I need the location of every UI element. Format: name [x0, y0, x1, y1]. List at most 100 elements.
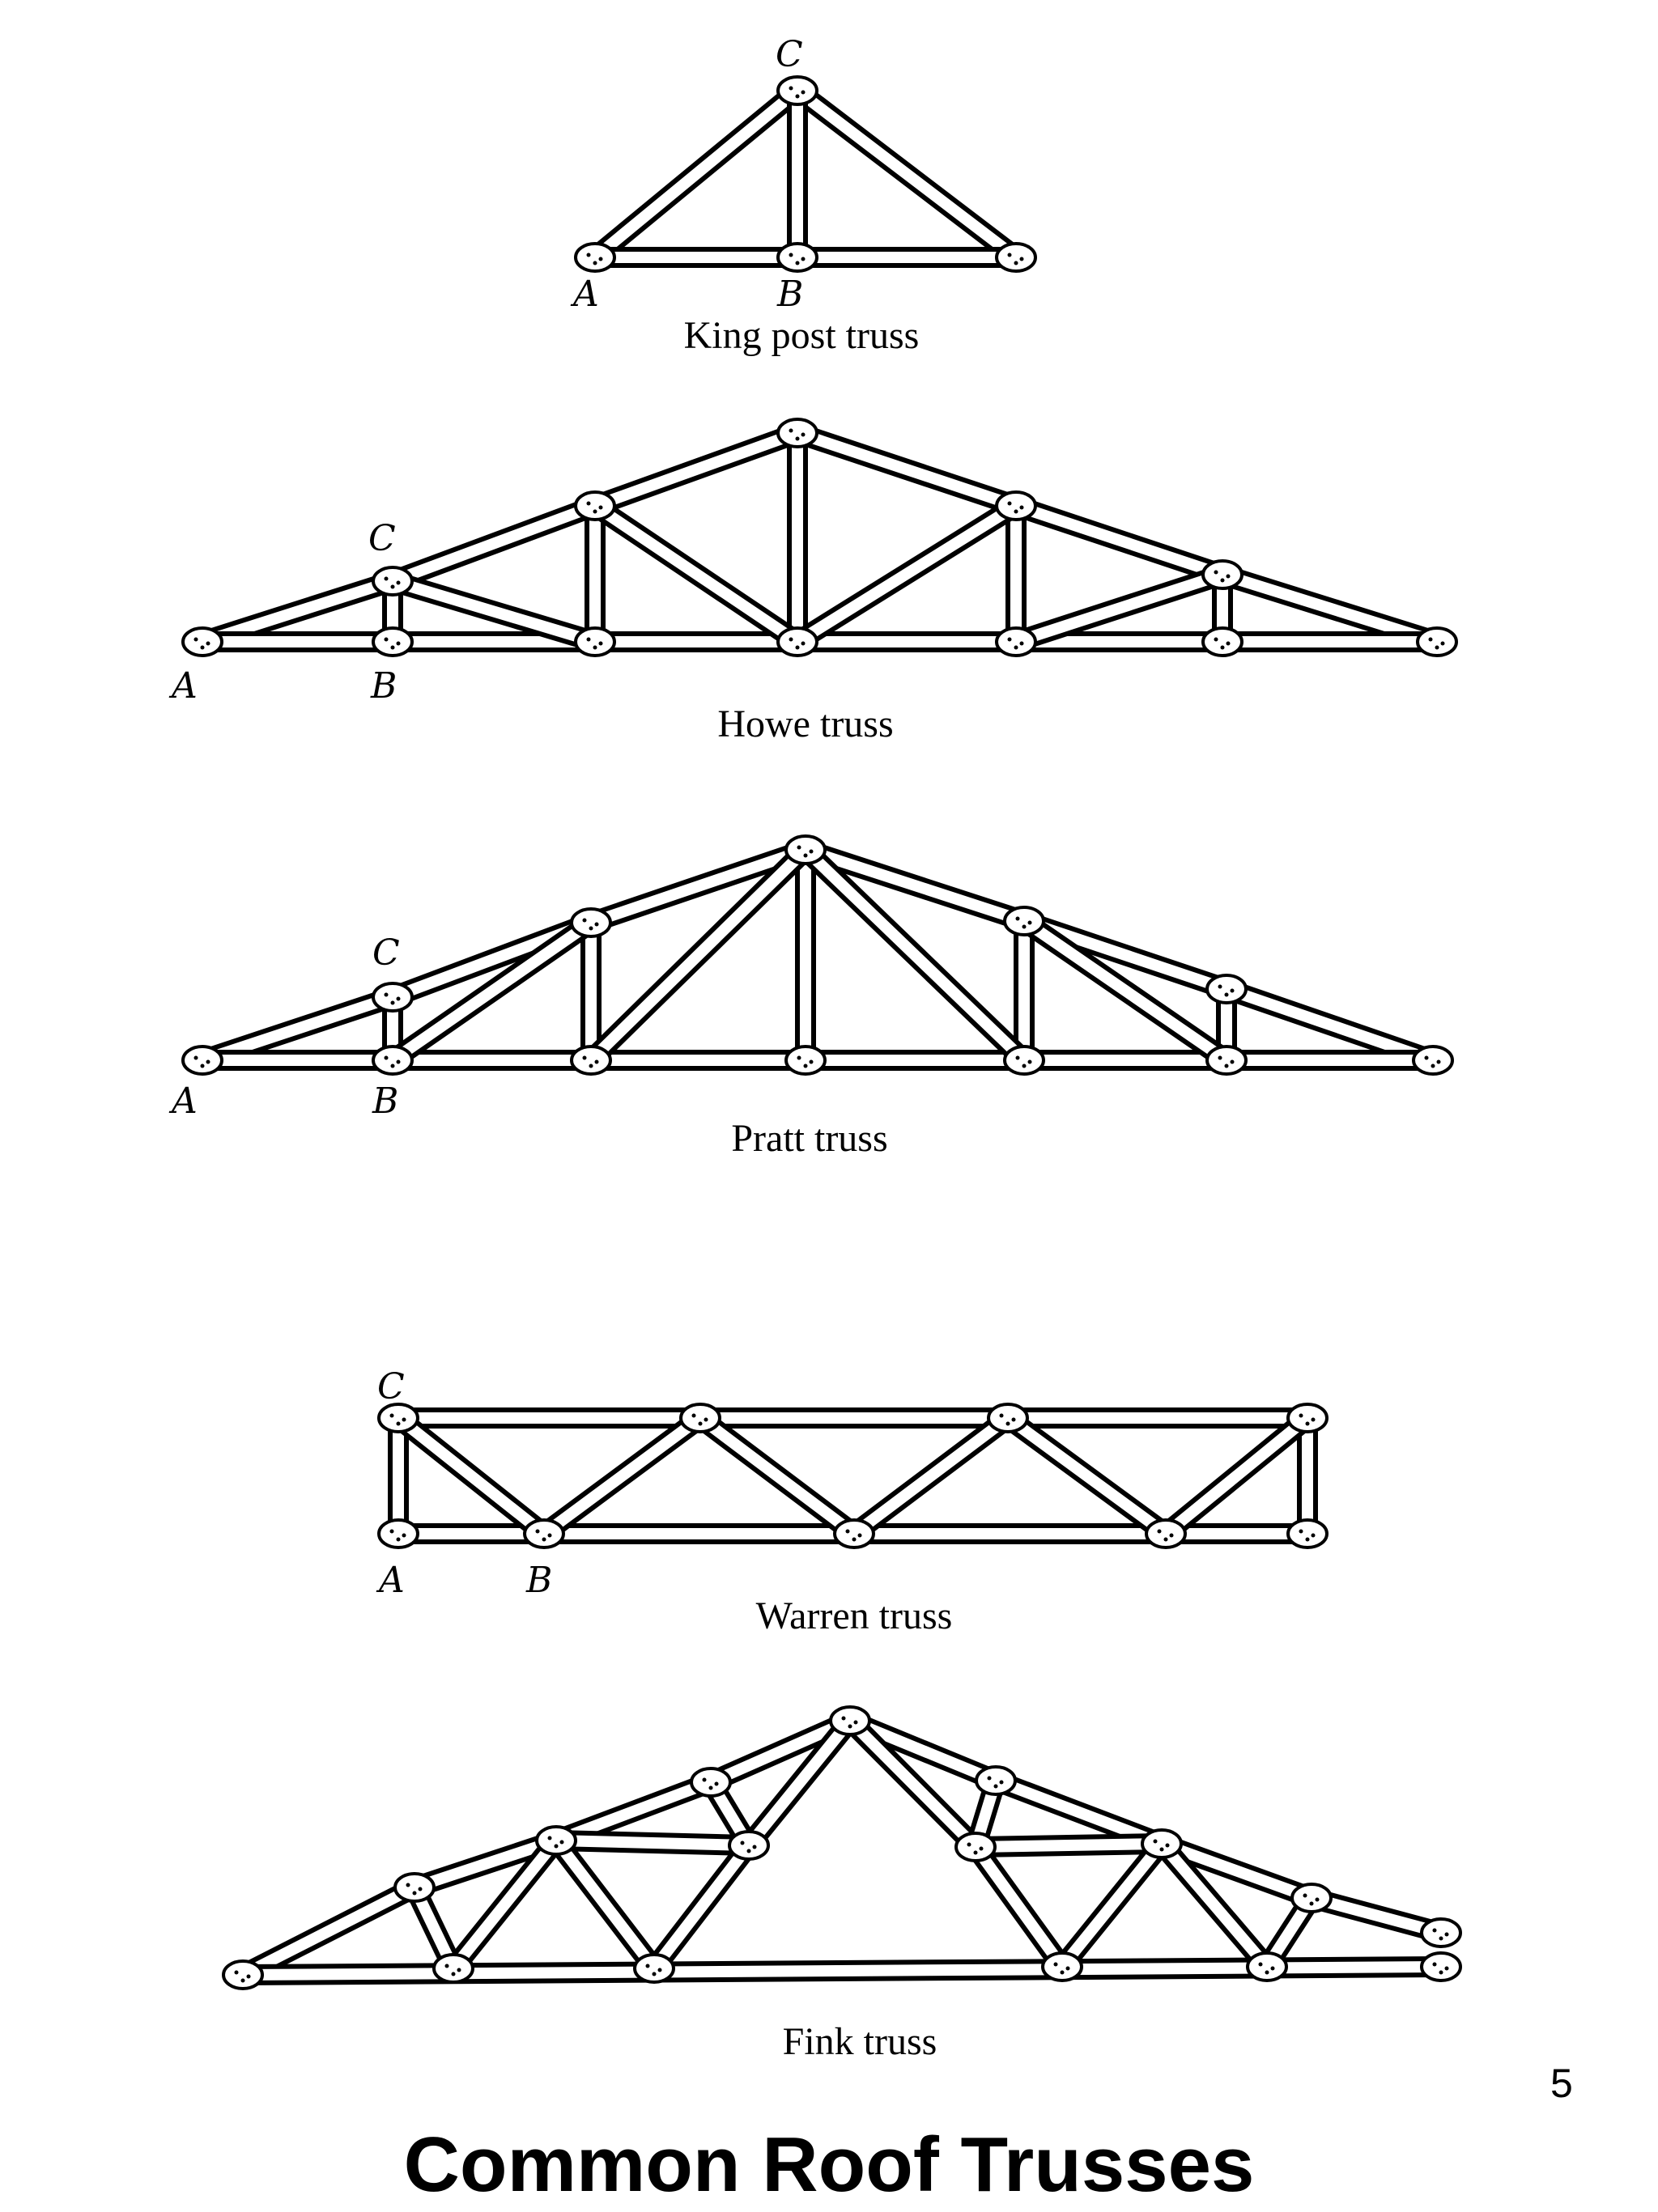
fink-joint-Q1	[1290, 1883, 1333, 1913]
fink-joint-R2-rivet-1	[1065, 1966, 1070, 1971]
warren-joint-T2-rivet-1	[1011, 1417, 1016, 1422]
fink-joint-E	[1420, 1951, 1462, 1982]
howe-joint-C2b-rivet-2	[593, 645, 597, 650]
howe-joint-D2-rivet-2	[1014, 509, 1018, 514]
fink-joint-R2	[1041, 1951, 1083, 1982]
fink-joint-P2-rivet-0	[547, 1836, 552, 1841]
howe-joint-Ct	[776, 418, 818, 448]
fink-joint-M1-rivet-0	[740, 1841, 745, 1845]
warren-joint-BR-rivet-2	[1305, 1537, 1310, 1542]
pratt-member-3-fill	[800, 844, 1030, 927]
howe-label-a: A	[168, 665, 198, 707]
fink-joint-M1-rivet-1	[752, 1845, 757, 1849]
howe-joint-A-rivet-1	[206, 641, 210, 646]
truss-members	[192, 80, 1452, 1985]
pratt-joint-C2b	[570, 1045, 612, 1076]
fink-joint-P1-rivet-0	[406, 1883, 410, 1887]
howe-member-3-fill	[792, 427, 1022, 512]
king-post-joint-A	[574, 242, 616, 273]
fink-joint-P2-rivet-1	[559, 1840, 564, 1845]
pratt-joint-Eb-rivet-2	[1224, 1064, 1229, 1068]
pratt-joint-C2-rivet-2	[589, 926, 593, 931]
pratt-joint-F-rivet-2	[1431, 1064, 1435, 1068]
pratt-member-15-fill	[1018, 915, 1232, 1066]
warren-joint-B3	[1145, 1518, 1187, 1549]
fink-member-5-fill	[990, 1775, 1167, 1849]
warren-joint-A-rivet-0	[389, 1529, 394, 1534]
fink-joint-Top-rivet-1	[853, 1720, 858, 1725]
warren-joint-TR-rivet-1	[1311, 1417, 1316, 1422]
howe-joint-B-rivet-1	[396, 641, 401, 646]
warren-label-b: B	[525, 1560, 552, 1601]
fink-joint-M2-rivet-0	[967, 1842, 971, 1847]
fink-member-14-fill	[551, 1835, 755, 1851]
warren-label-c: C	[377, 1366, 405, 1407]
fink-joint-Q1-rivet-2	[1309, 1901, 1314, 1906]
howe-member-15-fill	[1010, 569, 1228, 647]
warren-member-9-fill	[1160, 1412, 1313, 1539]
warren-joint-C-rivet-2	[396, 1421, 401, 1426]
howe-joint-F-rivet-2	[1435, 645, 1439, 650]
pratt-joint-A-rivet-2	[200, 1064, 205, 1068]
pratt-joint-Cb	[784, 1045, 827, 1076]
fink-joint-Q3-rivet-2	[993, 1784, 998, 1789]
pratt-joint-Cb-rivet-2	[803, 1064, 808, 1068]
howe-joint-Bt-rivet-1	[396, 580, 401, 585]
pratt-joint-Cb-rivet-1	[809, 1059, 814, 1064]
howe-joint-C2b	[574, 626, 616, 657]
warren-joint-A-rivet-1	[402, 1533, 406, 1538]
fink-joint-Q3-rivet-1	[999, 1780, 1004, 1785]
pratt-joint-A-rivet-1	[206, 1059, 210, 1064]
howe-joint-F-rivet-0	[1428, 637, 1433, 642]
warren-joint-TR-rivet-2	[1305, 1421, 1310, 1426]
pratt-joint-C2-rivet-0	[582, 918, 587, 923]
fink-joint-M1-rivet-2	[746, 1849, 751, 1853]
warren-joint-B-rivet-1	[547, 1533, 552, 1538]
pratt-joint-C2-rivet-1	[594, 922, 599, 927]
warren-joint-B2-rivet-2	[852, 1537, 857, 1542]
fink-truss-frame	[232, 1710, 1452, 1985]
fink-joint-R-rivet-0	[1432, 1928, 1437, 1933]
pratt-joint-Cb-rivet-0	[797, 1055, 801, 1060]
fink-caption: Fink truss	[783, 2020, 937, 2063]
pratt-joint-Et-rivet-2	[1224, 992, 1229, 997]
pratt-joint-Et	[1205, 974, 1248, 1004]
fink-member-0-fill	[237, 1882, 420, 1981]
fink-joint-Top-rivet-2	[848, 1724, 852, 1729]
truss-joints	[181, 75, 1462, 1990]
fink-joint-A-rivet-0	[234, 1970, 239, 1975]
king-post-joint-B-rivet-0	[789, 253, 793, 257]
fink-member-21-fill	[1156, 1838, 1273, 1972]
fink-joint-Q3-rivet-0	[987, 1776, 992, 1781]
pratt-label-b: B	[372, 1081, 398, 1122]
fink-joint-P1-rivet-2	[412, 1891, 417, 1896]
fink-joint-P1	[393, 1872, 436, 1903]
pratt-joint-A-rivet-0	[193, 1055, 198, 1060]
howe-member-12-fill	[387, 575, 601, 647]
warren-joint-B	[523, 1518, 565, 1549]
fink-member-10-fill	[448, 1835, 562, 1974]
fink-joint-Q3	[975, 1765, 1017, 1796]
fink-joint-L2-rivet-0	[645, 1964, 650, 1968]
pratt-member-2-fill	[585, 844, 811, 928]
warren-member-6-fill	[695, 1412, 860, 1539]
fink-joint-L2-rivet-2	[652, 1972, 657, 1976]
warren-label-a: A	[376, 1560, 405, 1601]
howe-joint-Et	[1201, 559, 1244, 590]
pratt-joint-D2-rivet-2	[1022, 924, 1027, 929]
warren-joint-T1-rivet-2	[698, 1421, 703, 1426]
pratt-joint-D2b	[1003, 1045, 1045, 1076]
howe-joint-Et-rivet-1	[1226, 574, 1231, 579]
warren-joint-A	[377, 1518, 419, 1549]
howe-joint-A-rivet-0	[193, 637, 198, 642]
fink-joint-R1-rivet-1	[1270, 1966, 1275, 1971]
pratt-joint-B-rivet-2	[390, 1064, 395, 1068]
king-post-joint-A-rivet-0	[586, 253, 591, 257]
king-post-joint-B	[776, 242, 818, 273]
pratt-joint-Bt-rivet-2	[390, 1000, 395, 1005]
fink-joint-M2	[954, 1832, 997, 1862]
fink-joint-E-rivet-1	[1444, 1966, 1449, 1971]
page-number: 5	[1550, 2061, 1573, 2106]
pratt-joint-Eb-rivet-1	[1230, 1059, 1235, 1064]
